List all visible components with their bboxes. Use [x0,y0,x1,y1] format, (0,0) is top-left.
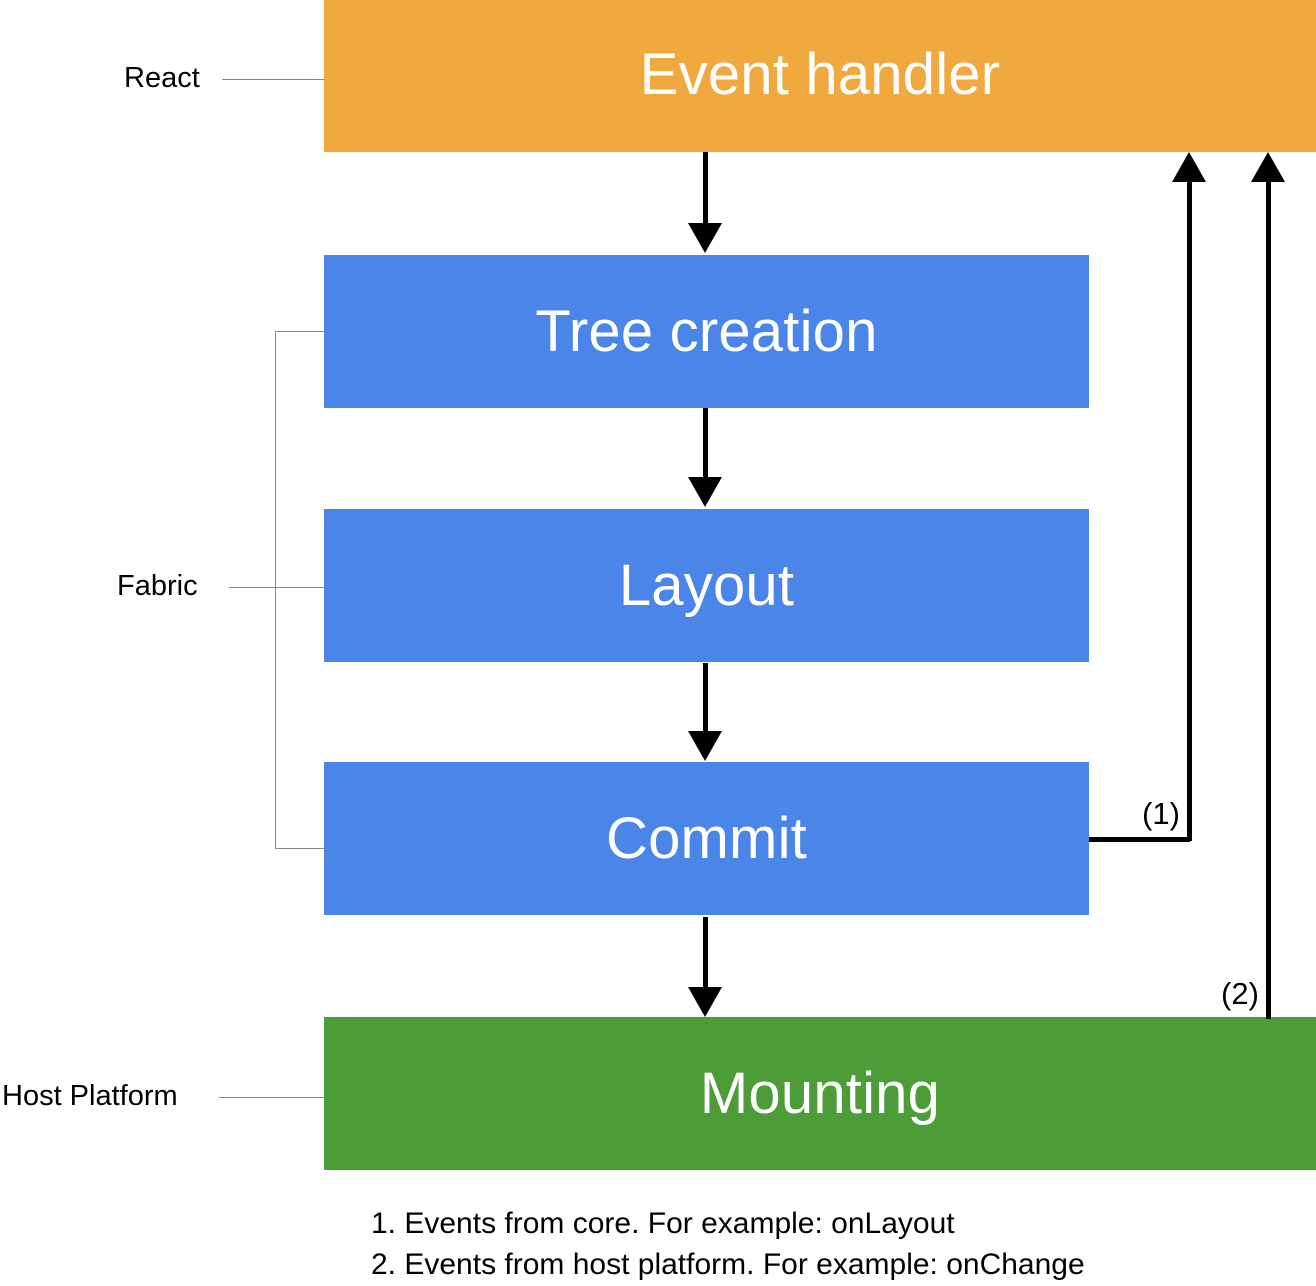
leader-line-fabric [229,587,325,588]
leader-line-react [222,79,325,80]
feedback-arrow-2-tag: (2) [1221,976,1259,1011]
leader-line-host-platform [219,1097,325,1098]
layer-label-fabric: Fabric [117,570,198,602]
box-event-handler: Event handler [324,0,1316,152]
footnote-2: 2. Events from host platform. For exampl… [371,1248,1085,1281]
feedback-arrow-2-head-icon [1251,152,1285,182]
box-tree-creation: Tree creation [324,255,1089,408]
footnote-1: 1. Events from core. For example: onLayo… [371,1207,955,1240]
arrow-tree-creation-to-layout-head-icon [688,477,722,507]
arrow-event-handler-to-tree-creation-line [703,152,708,226]
box-layout: Layout [324,509,1089,662]
layer-label-react: React [124,62,200,94]
arrow-tree-creation-to-layout-line [703,408,708,480]
arrow-layout-to-commit-head-icon [688,731,722,761]
fabric-bracket-bottom-arm [275,848,325,849]
arrow-layout-to-commit-line [703,663,708,733]
arrow-commit-to-mounting-head-icon [688,987,722,1017]
feedback-arrow-1-tag: (1) [1142,796,1180,831]
arrow-event-handler-to-tree-creation-head-icon [688,223,722,253]
feedback-arrow-1-horizontal-segment [1089,837,1190,842]
footnotes: 1. Events from core. For example: onLayo… [371,1203,1085,1285]
feedback-arrow-2-vertical-segment [1266,166,1271,1019]
box-commit: Commit [324,762,1089,915]
box-mounting: Mounting [324,1017,1316,1170]
arrow-commit-to-mounting-line [703,917,708,989]
fabric-bracket-top-arm [275,331,325,332]
feedback-arrow-1-head-icon [1172,152,1206,182]
fabric-bracket-vertical [275,331,276,848]
feedback-arrow-1-vertical-segment [1187,166,1192,841]
layer-label-host-platform: Host Platform [2,1080,178,1112]
